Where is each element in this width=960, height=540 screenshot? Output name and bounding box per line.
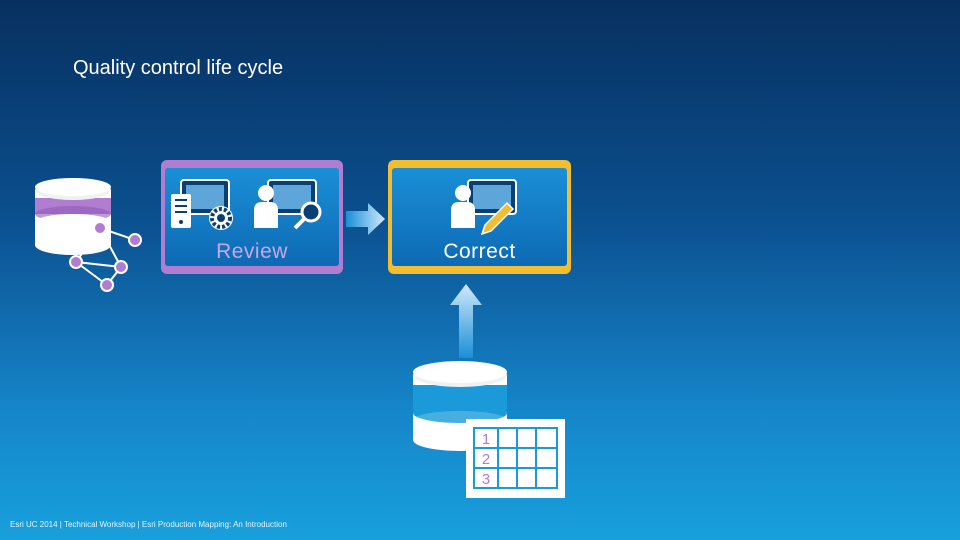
- row-number-2: 2: [482, 451, 490, 468]
- database-to-correct-arrow: [450, 284, 482, 358]
- review-monitor-gear-icon: [171, 179, 233, 230]
- network-nodes-icon: [69, 221, 142, 292]
- source-database-icon: [35, 178, 111, 255]
- row-number-3: 3: [482, 471, 490, 488]
- row-number-1: 1: [482, 431, 490, 448]
- review-to-correct-arrow: [346, 203, 385, 235]
- review-label: Review: [216, 240, 288, 263]
- footer-text: Esri UC 2014 | Technical Workshop | Esri…: [10, 520, 287, 529]
- correct-label: Correct: [443, 240, 516, 263]
- correct-editor-icon: [451, 179, 517, 236]
- slide-title: Quality control life cycle: [73, 57, 284, 79]
- results-table-icon: 1 2 3: [466, 419, 565, 498]
- review-inspector-icon: [254, 179, 322, 230]
